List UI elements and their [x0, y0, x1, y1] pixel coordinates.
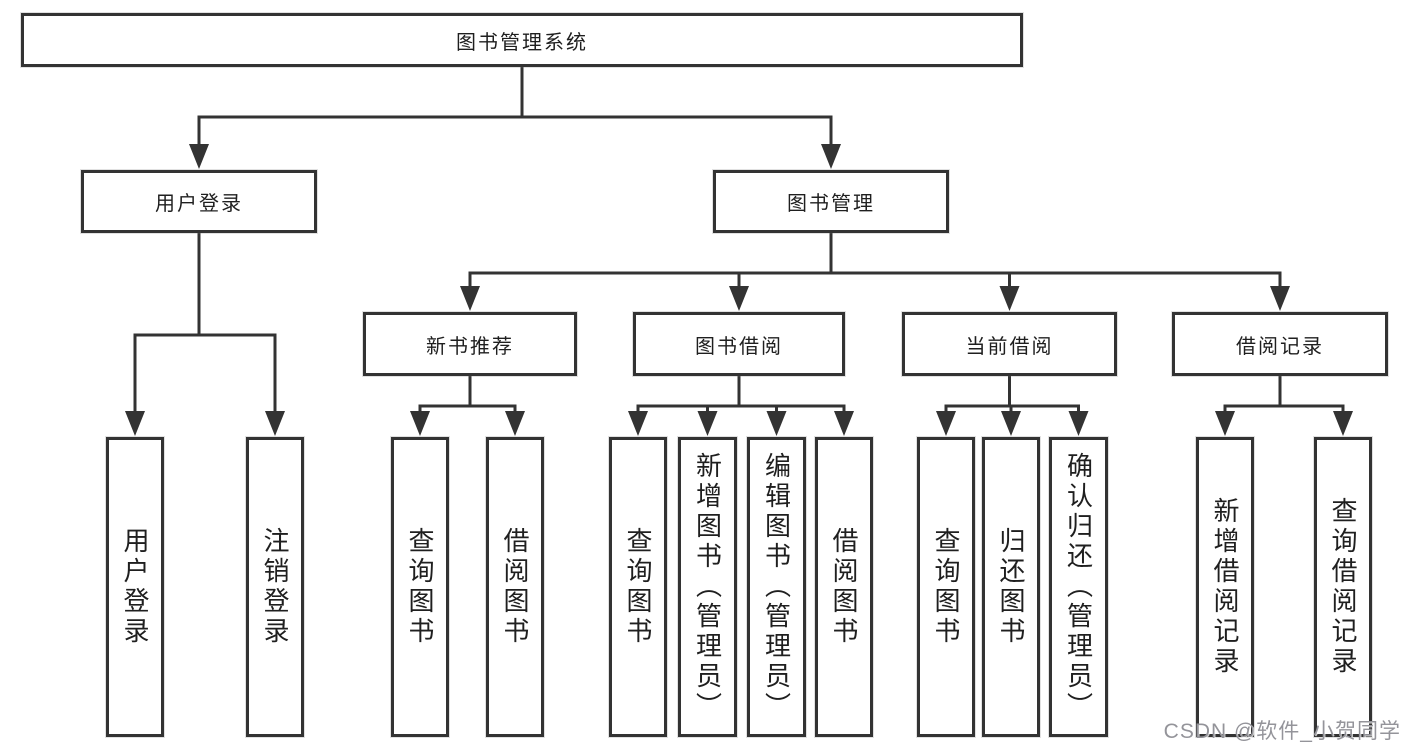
node-cb-confirm-return: 确认归还（管理员）: [1049, 437, 1108, 737]
arrowhead-icon: [766, 411, 787, 436]
node-label: 查询图书: [623, 527, 653, 647]
node-rec-borrow-book: 借阅图书: [486, 437, 544, 737]
node-book-mgmt: 图书管理: [713, 170, 949, 233]
node-new-book-rec: 新书推荐: [363, 312, 577, 376]
node-label: 新增图书（管理员）: [692, 452, 723, 722]
node-label: 用户登录: [155, 193, 243, 215]
node-label: 查询图书: [931, 527, 961, 647]
arrowhead-icon: [821, 144, 841, 169]
arrowhead-icon: [125, 411, 145, 436]
arrowhead-icon: [936, 411, 956, 436]
arrowhead-icon: [1068, 411, 1089, 436]
arrowhead-icon: [999, 286, 1020, 311]
node-label: 归还图书: [996, 527, 1026, 647]
arrowhead-icon: [1270, 286, 1290, 311]
node-label: 确认归还（管理员）: [1063, 452, 1094, 722]
arrowhead-icon: [505, 411, 525, 436]
node-bb-edit-book: 编辑图书（管理员）: [747, 437, 806, 737]
node-label: 借阅图书: [829, 527, 859, 647]
node-book-borrow: 图书借阅: [633, 312, 845, 376]
node-leaf-user-login: 用户登录: [106, 437, 164, 737]
node-label: 借阅图书: [500, 527, 530, 647]
arrowhead-icon: [1001, 411, 1021, 436]
node-label: 当前借阅: [965, 335, 1054, 358]
arrowhead-icon: [697, 411, 718, 436]
watermark: CSDN @软件_小贺同学: [1163, 720, 1401, 743]
node-br-query-record: 查询借阅记录: [1314, 437, 1372, 737]
node-label: 查询图书: [405, 527, 435, 647]
arrowhead-icon: [189, 144, 209, 169]
node-borrow-records: 借阅记录: [1172, 312, 1388, 376]
node-label: 查询借阅记录: [1328, 497, 1358, 677]
node-leaf-logout: 注销登录: [246, 437, 304, 737]
node-label: 图书借阅: [695, 335, 783, 358]
node-br-add-record: 新增借阅记录: [1196, 437, 1254, 737]
node-label: 注销登录: [260, 527, 290, 647]
node-label: 编辑图书（管理员）: [761, 452, 792, 722]
node-bb-add-book: 新增图书（管理员）: [678, 437, 737, 737]
node-label: 新书推荐: [426, 335, 514, 358]
node-current-borrow: 当前借阅: [902, 312, 1117, 376]
arrowhead-icon: [729, 286, 749, 311]
node-label: 图书管理系统: [456, 31, 588, 54]
node-bb-borrow-book: 借阅图书: [815, 437, 873, 737]
arrowhead-icon: [265, 411, 285, 436]
node-label: 新增借阅记录: [1210, 497, 1240, 677]
node-cb-return-book: 归还图书: [982, 437, 1040, 737]
arrowhead-icon: [460, 286, 480, 311]
node-root: 图书管理系统: [21, 13, 1023, 67]
node-bb-query-book: 查询图书: [609, 437, 667, 737]
arrowhead-icon: [1215, 411, 1235, 436]
node-rec-query-book: 查询图书: [391, 437, 449, 737]
node-label: 借阅记录: [1236, 335, 1324, 358]
node-label: 图书管理: [787, 193, 875, 215]
node-cb-query-book: 查询图书: [917, 437, 975, 737]
arrowhead-icon: [1333, 411, 1353, 436]
node-label: 用户登录: [120, 527, 150, 647]
arrowhead-icon: [628, 411, 648, 436]
node-user-login: 用户登录: [81, 170, 317, 233]
arrowhead-icon: [834, 411, 854, 436]
arrowhead-icon: [410, 411, 430, 436]
